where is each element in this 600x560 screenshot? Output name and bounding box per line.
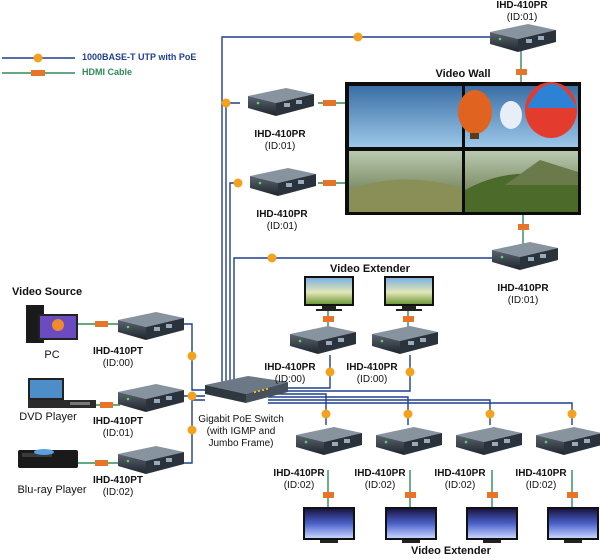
tv-top-2: [384, 276, 434, 311]
receiver-model: IHD-410PR: [434, 468, 486, 479]
legend-poe-dot: [33, 53, 43, 63]
legend-hdmi-label: HDMI Cable: [82, 67, 133, 77]
wall-receiver-top-device: [490, 24, 556, 52]
bottom-receiver-label-4: IHD-410PR (ID:02): [515, 468, 566, 492]
receiver-model: IHD-410PR: [515, 468, 567, 479]
receiver-id: (ID:02): [283, 480, 315, 491]
mid-receiver-label-2: IHD-410PR (ID:00): [346, 362, 397, 386]
transmitter-label-2: IHD-410PT (ID:01): [93, 416, 143, 440]
source-label-bluray: Blu-ray Player: [17, 484, 87, 496]
wall-receiver-label-3: IHD-410PR (ID:01): [497, 283, 548, 307]
cable-wall-receiver-2: [229, 182, 240, 382]
cable-mid-receiver-1: [268, 355, 331, 389]
receiver-id: (ID:02): [444, 480, 476, 491]
receiver-model: IHD-410PR: [354, 468, 406, 479]
receiver-model: IHD-410PR: [497, 283, 549, 294]
cable-bottom-receiver-3: [268, 399, 491, 425]
switch-label-line3: Jumbo Frame): [208, 438, 274, 449]
bottom-receiver-3-device: [456, 427, 522, 455]
transmitter-3-device: [118, 446, 184, 474]
receiver-model: IHD-410PR: [254, 129, 306, 140]
tv-bottom-4: [547, 507, 599, 543]
hdmi-tags: [95, 69, 578, 498]
transmitter-label-1: IHD-410PT (ID:00): [93, 346, 143, 370]
receiver-id: (ID:01): [506, 12, 538, 23]
cable-mid-receiver-2: [268, 355, 411, 392]
wall-panel-1: [349, 86, 462, 147]
extender-devices: [118, 24, 600, 474]
receiver-model: IHD-410PR: [346, 362, 398, 373]
bottom-receiver-1-device: [296, 427, 362, 455]
cable-bottom-receiver-2: [268, 396, 409, 425]
bottom-receiver-label-3: IHD-410PR (ID:02): [434, 468, 485, 492]
transmitter-id: (ID:01): [102, 428, 134, 439]
tv-bottom-2: [385, 507, 437, 543]
cable-bottom-receiver-4: [268, 402, 573, 425]
transmitter-1-device: [118, 312, 184, 340]
poe-switch-device: [205, 376, 288, 403]
transmitter-model: IHD-410PT: [92, 416, 144, 427]
source-label-pc: PC: [44, 349, 60, 361]
dvd-player-device: [28, 378, 96, 408]
wall-receiver-1-device: [248, 88, 314, 116]
transmitter-model: IHD-410PT: [92, 346, 144, 357]
tv-bottom-3: [466, 507, 518, 543]
wall-receiver-label-1: IHD-410PR (ID:01): [254, 129, 305, 153]
mid-receiver-2-device: [372, 326, 438, 354]
wall-receiver-2-device: [250, 168, 316, 196]
receiver-id: (ID:01): [507, 295, 539, 306]
bottom-receiver-2-device: [376, 427, 442, 455]
bluray-player-device: [18, 449, 78, 468]
cable-wall-receiver-3: [233, 257, 492, 382]
legend-hdmi-tag: [31, 70, 45, 76]
wall-receiver-label-2: IHD-410PR (ID:01): [256, 209, 307, 233]
transmitter-id: (ID:00): [102, 358, 134, 369]
bottom-receiver-label-1: IHD-410PR (ID:02): [273, 468, 324, 492]
switch-label-line2: (with IGMP and: [206, 426, 276, 437]
tv-bottom-1: [303, 507, 355, 543]
transmitter-label-3: IHD-410PT (ID:02): [93, 475, 143, 499]
switch-label-line1: Gigabit PoE Switch: [198, 414, 284, 425]
video-source-title: Video Source: [12, 286, 83, 298]
receiver-id: (ID:00): [274, 374, 306, 385]
tv-top-1: [304, 276, 354, 311]
receiver-model: IHD-410PR: [273, 468, 325, 479]
transmitter-model: IHD-410PT: [92, 475, 144, 486]
receiver-id: (ID:02): [364, 480, 396, 491]
cable-top-receiver: [221, 36, 490, 382]
video-wall: [345, 82, 581, 215]
extender-top-title: Video Extender: [330, 263, 410, 275]
balloon-2: [500, 101, 522, 129]
pc-device: [26, 305, 78, 343]
balloon-1: [458, 90, 492, 134]
bottom-receiver-4-device: [536, 427, 600, 455]
source-label-dvd: DVD Player: [19, 411, 77, 423]
extender-bottom-title: Video Extender: [411, 545, 491, 557]
wall-receiver-3-device: [492, 242, 558, 270]
legend-utp-label: 1000BASE-T UTP with PoE: [82, 52, 197, 62]
receiver-model: IHD-410PR: [264, 362, 316, 373]
legend: [2, 53, 75, 76]
receiver-id: (ID:00): [356, 374, 388, 385]
wall-receiver-label-top: IHD-410PR (ID:01): [496, 0, 547, 24]
receiver-model: IHD-410PR: [496, 0, 548, 11]
bottom-receiver-label-2: IHD-410PR (ID:02): [354, 468, 405, 492]
mid-receiver-1-device: [290, 326, 356, 354]
transmitter-id: (ID:02): [102, 487, 134, 498]
mid-receiver-label-1: IHD-410PR (ID:00): [264, 362, 315, 386]
receiver-id: (ID:01): [266, 221, 298, 232]
poe-dots: [187, 32, 577, 435]
receiver-id: (ID:02): [525, 480, 557, 491]
receiver-model: IHD-410PR: [256, 209, 308, 220]
video-wall-title: Video Wall: [435, 68, 491, 80]
cable-wall-receiver-1: [225, 102, 240, 382]
receiver-id: (ID:01): [264, 141, 296, 152]
transmitter-2-device: [118, 384, 184, 412]
switch-label: Gigabit PoE Switch (with IGMP and Jumbo …: [198, 414, 284, 450]
